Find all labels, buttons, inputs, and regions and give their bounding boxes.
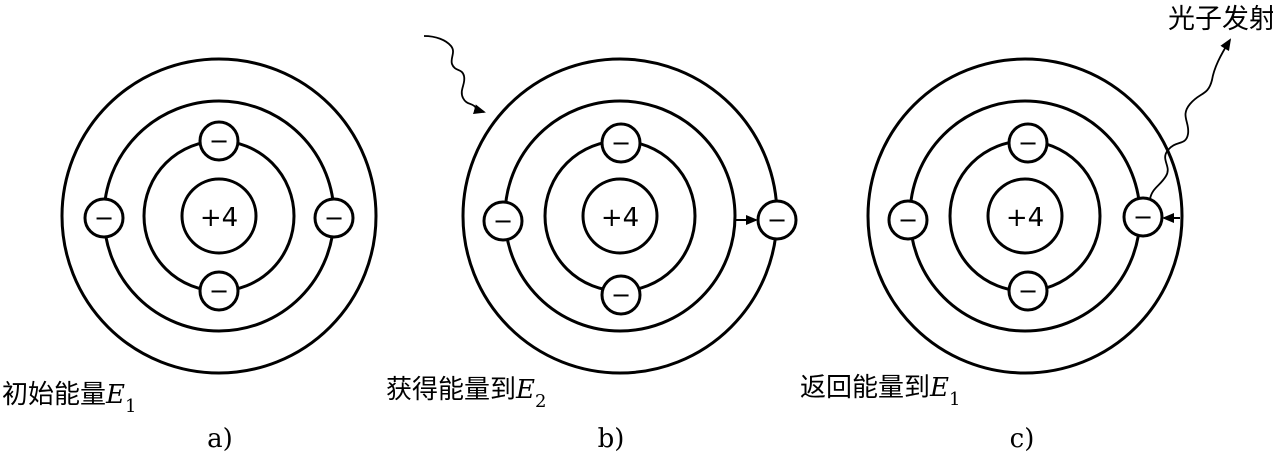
photon-emission-label: 光子发射	[1168, 4, 1273, 35]
svg-text:−: −	[898, 206, 918, 234]
panel-a-caption: 初始能量E1	[2, 380, 136, 417]
panel-c-electron-left: −	[889, 201, 927, 239]
panel-a-electron-bottom: −	[200, 272, 238, 310]
panel-a-electron-right: −	[315, 199, 353, 237]
panel-c-nucleus-charge: +4	[1006, 203, 1044, 233]
panel-b: +4 − − − − 获得能量到E2 b)	[386, 36, 796, 454]
panel-c: +4 − − − − 光子发射 返回能量到E1 c)	[800, 4, 1273, 454]
panel-a-electron-top: −	[200, 122, 238, 160]
svg-text:−: −	[767, 206, 787, 234]
panel-c-electron-bottom: −	[1009, 272, 1047, 310]
svg-text:−: −	[611, 129, 631, 157]
panel-a-nucleus-charge: +4	[200, 203, 238, 233]
panel-b-electron-bottom: −	[602, 276, 640, 314]
panel-b-incoming-photon-arrow	[424, 36, 484, 112]
svg-text:−: −	[324, 204, 344, 232]
panel-b-electron-top: −	[602, 124, 640, 162]
panel-c-electron-top: −	[1009, 124, 1047, 162]
panel-b-caption: 获得能量到E2	[386, 375, 546, 412]
panel-a-electron-left: −	[85, 199, 123, 237]
panel-a: +4 − − − − 初始能量E1 a)	[2, 59, 376, 454]
panel-b-electron-left: −	[484, 202, 522, 240]
panel-c-electron-returned: −	[1124, 198, 1162, 236]
svg-text:−: −	[1018, 129, 1038, 157]
panel-b-nucleus-charge: +4	[601, 203, 639, 233]
svg-text:−: −	[1018, 277, 1038, 305]
panel-a-letter: a)	[207, 424, 233, 454]
svg-text:−: −	[94, 204, 114, 232]
svg-text:−: −	[209, 277, 229, 305]
svg-text:−: −	[493, 207, 513, 235]
panel-c-letter: c)	[1010, 424, 1035, 454]
svg-text:−: −	[209, 127, 229, 155]
panel-b-electron-excited: −	[758, 201, 796, 239]
svg-text:−: −	[1133, 203, 1153, 231]
panel-c-caption: 返回能量到E1	[800, 373, 960, 410]
panel-b-letter: b)	[598, 424, 625, 454]
panel-c-emitted-photon-arrow	[1150, 40, 1230, 199]
svg-text:−: −	[611, 281, 631, 309]
